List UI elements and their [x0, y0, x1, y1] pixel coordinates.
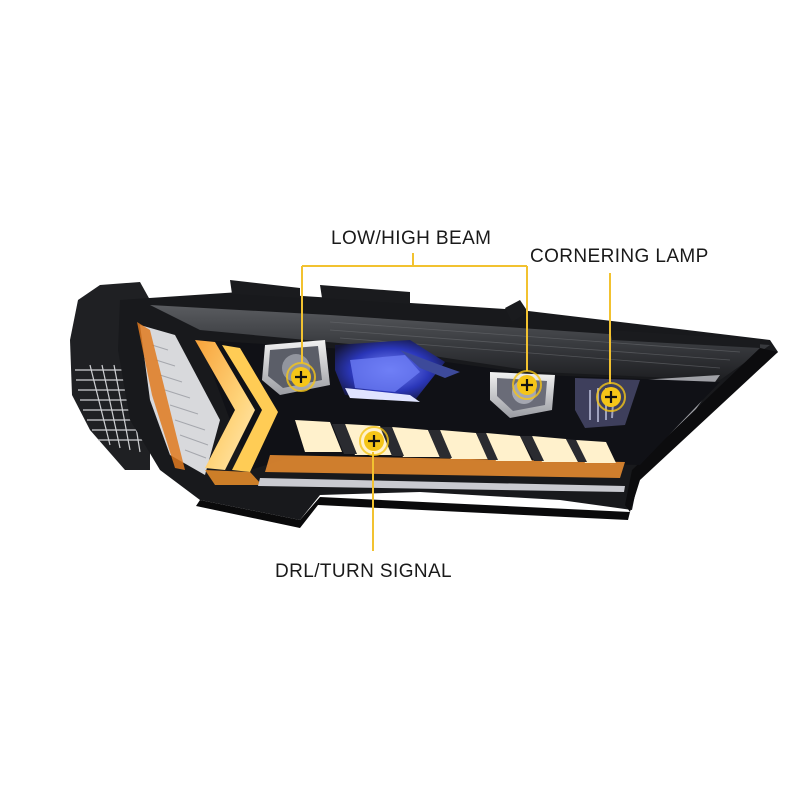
low-beam-projector-left [262, 340, 330, 395]
mounting-tabs [230, 280, 760, 348]
marker-low-beam[interactable] [286, 362, 316, 392]
blue-led-module [335, 340, 460, 402]
drl-turn-signal-label: DRL/TURN SIGNAL [275, 561, 453, 582]
drl-chevron [195, 340, 278, 485]
smoked-lens-top [150, 305, 770, 380]
cornering-lamp-label: CORNERING LAMP [530, 246, 709, 267]
marker-high-beam[interactable] [512, 370, 542, 400]
side-reflector [140, 325, 220, 475]
low-high-beam-leader [301, 253, 528, 371]
drl-light-bar [258, 420, 625, 492]
marker-cornering-lamp[interactable] [596, 382, 626, 412]
marker-drl-turn-signal[interactable] [359, 426, 389, 456]
low-high-beam-label: LOW/HIGH BEAM [331, 228, 492, 249]
